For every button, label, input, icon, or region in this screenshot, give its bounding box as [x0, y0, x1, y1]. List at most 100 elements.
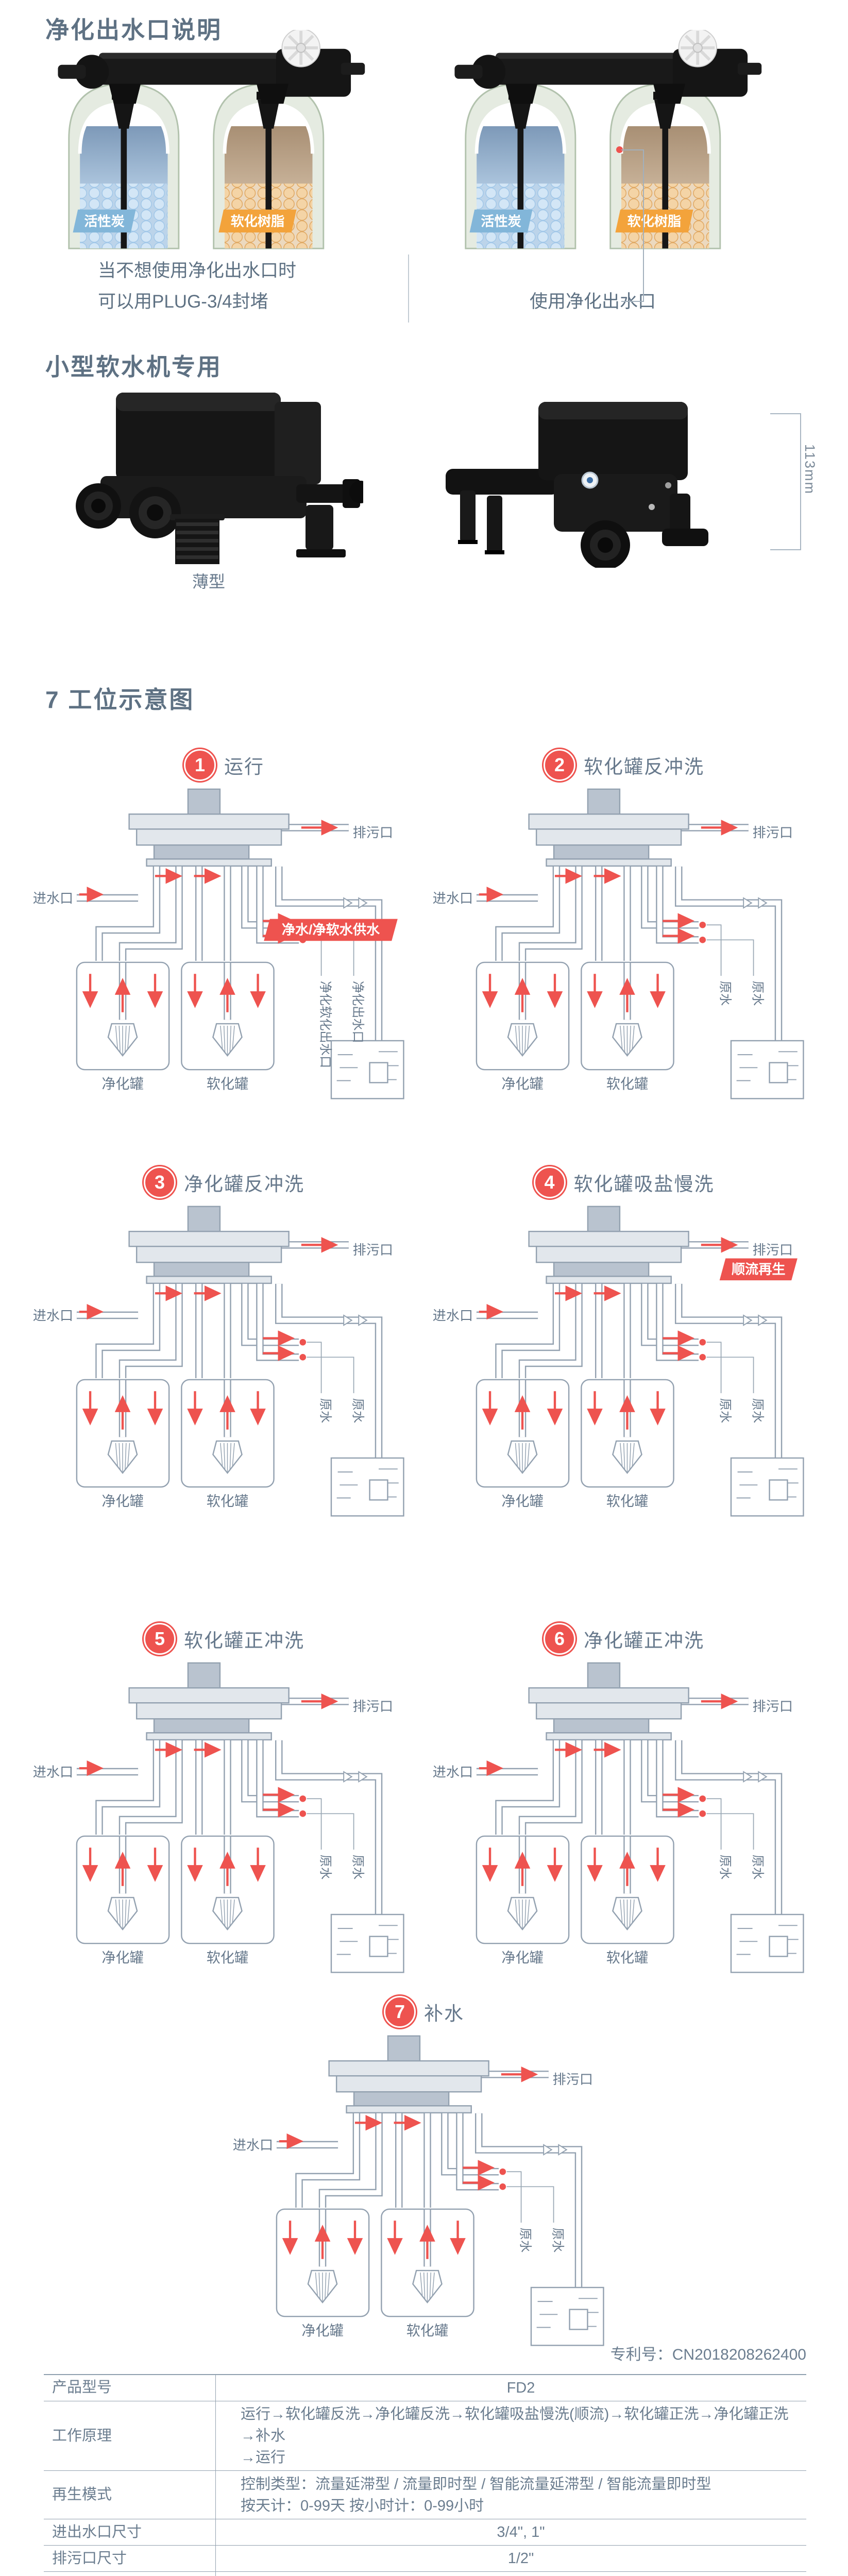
- purify-tank-label: 净化罐: [501, 1493, 543, 1509]
- valve-head: [328, 2035, 489, 2114]
- compact-valve-art: [446, 402, 708, 570]
- caption-plug-line2: 可以用PLUG-3/4封堵: [98, 292, 268, 312]
- station-number-badge: 6: [544, 1623, 575, 1655]
- compact-valve-photo: [435, 393, 744, 570]
- height-dimension-label: 113mm: [802, 444, 818, 495]
- valve-head: [128, 788, 290, 867]
- svg-text:原水: 原水: [751, 1855, 765, 1879]
- soften-tank-label: 软化罐: [207, 1950, 248, 1965]
- twin-tank-illustration-right: 活性炭 软化树脂: [446, 28, 765, 252]
- caption-plug: 当不想使用净化出水口时 可以用PLUG-3/4封堵: [98, 256, 386, 317]
- station-block-1: 1 运行: [28, 748, 420, 1107]
- station-schematic: 原水 原水 排污口 进水口 净化罐 软化罐: [33, 1206, 404, 1517]
- station-block-7: 7 补水: [228, 1995, 620, 2354]
- station-schematic: 净化软化出水口 净化出水口 排污口 进水口 净化罐 软化罐 净水/净软水供水: [33, 788, 404, 1099]
- spec-value-text: 3/4", 1": [497, 2524, 545, 2541]
- caption-divider: [408, 255, 409, 323]
- height-dimension-bracket: [770, 413, 801, 550]
- svg-text:原水: 原水: [318, 1398, 332, 1423]
- station-title: 运行: [224, 756, 264, 777]
- patent-number: 专利号：CN2018208262400: [610, 2346, 806, 2363]
- station-diagram: 原水 原水 排污口 进水口 净化罐 软化罐: [428, 1659, 820, 1981]
- svg-text:活性炭: 活性炭: [481, 214, 521, 229]
- station-diagram: 原水 原水 排污口 进水口 净化罐 软化罐: [28, 1659, 420, 1981]
- svg-text:原水: 原水: [518, 2228, 532, 2252]
- station-title: 净化罐反冲洗: [184, 1174, 304, 1195]
- drain-label: 排污口: [753, 825, 793, 840]
- thin-valve-art: [76, 393, 372, 564]
- spec-value-text: 1/2": [507, 2550, 534, 2567]
- spec-value-text: 控制类型：流量延滞型 / 流量即时型 / 智能流量延滞型 / 智能流量即时型 按…: [241, 2476, 711, 2514]
- station-title: 软化罐反冲洗: [584, 756, 704, 777]
- inlet-label: 进水口: [33, 891, 73, 906]
- spec-row: 再生模式 控制类型：流量延滞型 / 流量即时型 / 智能流量延滞型 / 智能流量…: [44, 2470, 806, 2519]
- svg-text:原水: 原水: [718, 981, 732, 1006]
- spec-row: 工作原理 运行→软化罐反洗→净化罐反洗→软化罐吸盐慢洗(顺流)→软化罐正洗→净化…: [44, 2401, 806, 2471]
- drain-label: 排污口: [353, 1242, 393, 1258]
- drain-label: 排污口: [353, 1699, 393, 1714]
- spec-table: 产品型号 FD2 工作原理 运行→软化罐反洗→净化罐反洗→软化罐吸盐慢洗(顺流)…: [44, 2374, 806, 2576]
- station-number-badge: 5: [144, 1623, 176, 1655]
- station-schematic: 原水 原水 排污口 进水口 净化罐 软化罐: [233, 2035, 604, 2346]
- station-header: 6 净化罐正冲洗: [428, 1622, 820, 1656]
- spec-value: 运行→软化罐反洗→净化罐反洗→软化罐吸盐慢洗(顺流)→软化罐正洗→净化罐正洗→补…: [216, 2401, 807, 2471]
- station-title: 软化罐吸盐慢洗: [573, 1174, 715, 1195]
- gear-wheel: [678, 28, 717, 67]
- purify-tank-label: 净化罐: [101, 1950, 143, 1965]
- soften-tank-label: 软化罐: [606, 1950, 648, 1965]
- svg-text:原水: 原水: [718, 1398, 732, 1423]
- station-schematic: 原水 原水 排污口 进水口 净化罐 软化罐: [33, 1662, 404, 1973]
- inlet-label: 进水口: [433, 1765, 473, 1780]
- twin-tank-art: 活性炭 软化树脂: [58, 28, 365, 249]
- station-diagram: 原水 原水 排污口 进水口 净化罐 软化罐: [228, 2032, 620, 2354]
- spec-value: 1/2": [216, 2546, 807, 2572]
- svg-text:净化出水口: 净化出水口: [351, 981, 365, 1043]
- svg-text:软化树脂: 软化树脂: [231, 214, 285, 229]
- purify-tank-label: 净化罐: [501, 1950, 543, 1965]
- brine-tank: [330, 1913, 404, 1973]
- svg-text:原水: 原水: [351, 1398, 365, 1423]
- twin-tank-art: 活性炭 软化树脂: [454, 28, 762, 249]
- station-block-2: 2 软化罐反冲洗: [428, 748, 820, 1107]
- valve-head: [528, 1206, 689, 1284]
- spec-value-text: FD2: [506, 2380, 535, 2396]
- valve-head: [128, 1662, 290, 1741]
- outlet-leader-vertical: [643, 150, 644, 301]
- station-diagram: 净化软化出水口 净化出水口 排污口 进水口 净化罐 软化罐 净水/净软水供水: [28, 785, 420, 1107]
- svg-text:原水: 原水: [751, 981, 765, 1006]
- outlet-leader-horizontal: [621, 301, 644, 302]
- purify-tank-label: 净化罐: [101, 1076, 143, 1092]
- svg-text:活性炭: 活性炭: [84, 214, 124, 229]
- caption-plug-line1: 当不想使用净化出水口时: [98, 261, 297, 281]
- station-diagram: 原水 原水 排污口 进水口 净化罐 软化罐 顺流再生: [428, 1202, 820, 1524]
- station-header: 3 净化罐反冲洗: [28, 1165, 420, 1199]
- svg-text:原水: 原水: [551, 2228, 565, 2252]
- inlet-label: 进水口: [33, 1308, 73, 1324]
- brine-tank: [730, 1457, 804, 1517]
- valve-head: [128, 1206, 290, 1284]
- flow-badge: 净水/净软水供水: [264, 919, 398, 941]
- spec-value: 3/4", 1": [216, 2519, 807, 2546]
- brine-tank: [530, 2286, 604, 2346]
- spec-value: FD2: [216, 2375, 807, 2401]
- station-schematic: 原水 原水 排污口 进水口 净化罐 软化罐 顺流再生: [433, 1206, 804, 1517]
- outlet-point-dot: [616, 146, 623, 153]
- valve-manifold: [454, 28, 762, 104]
- flow-badge: 顺流再生: [719, 1258, 798, 1281]
- spec-value-text: 运行→软化罐反洗→净化罐反洗→软化罐吸盐慢洗(顺流)→软化罐正洗→净化罐正洗→补…: [241, 2406, 789, 2466]
- brine-tank: [330, 1040, 404, 1099]
- brine-tank: [330, 1457, 404, 1517]
- station-number-badge: 4: [533, 1166, 566, 1198]
- svg-text:原水: 原水: [351, 1855, 365, 1879]
- inlet-label: 进水口: [233, 2138, 273, 2153]
- station-block-5: 5 软化罐正冲洗: [28, 1622, 420, 1981]
- station-header: 1 运行: [28, 748, 420, 782]
- svg-text:原水: 原水: [718, 1855, 732, 1879]
- soften-tank-label: 软化罐: [207, 1493, 248, 1509]
- svg-text:顺流再生: 顺流再生: [732, 1262, 786, 1277]
- svg-text:净水/净软水供水: 净水/净软水供水: [282, 922, 380, 938]
- brine-tank: [730, 1040, 804, 1099]
- drain-label: 排污口: [753, 1242, 793, 1258]
- svg-text:原水: 原水: [751, 1398, 765, 1423]
